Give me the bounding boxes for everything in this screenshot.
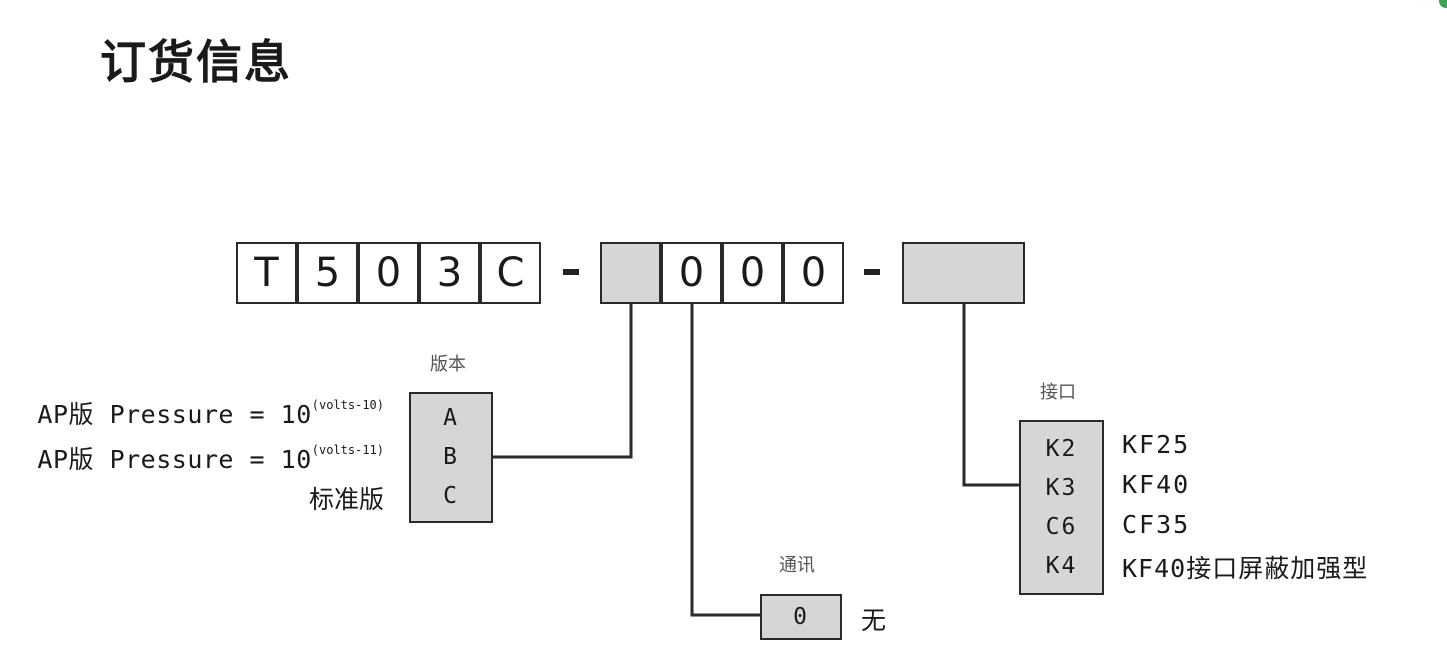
interface-code-k3: K3 [1045, 474, 1078, 501]
status-dot [1439, 0, 1447, 8]
version-desc-c: 标准版 [308, 485, 384, 514]
interface-desc-k4: KF40接口屏蔽加强型 [1122, 554, 1369, 583]
page-title: 订货信息 [100, 35, 292, 89]
interface-code-k2: K2 [1045, 435, 1078, 462]
version-box: A B C [409, 392, 493, 523]
comm-code: 0 [793, 603, 809, 630]
interface-box: K2 K3 C6 K4 [1019, 420, 1104, 595]
code-cell-interface [902, 242, 1025, 304]
comm-box: 0 [760, 594, 842, 640]
interface-desc-c6: CF35 [1122, 510, 1191, 539]
code-dash-2 [864, 269, 880, 275]
code-cell-7: 0 [661, 242, 722, 304]
code-dash-1 [563, 269, 579, 275]
code-cell-3: 0 [358, 242, 419, 304]
comm-connector [690, 304, 760, 617]
comm-desc: 无 [861, 606, 887, 635]
code-cell-version [600, 242, 661, 304]
interface-code-k4: K4 [1045, 552, 1078, 579]
interface-label: 接口 [1040, 382, 1076, 403]
version-code-a: A [443, 405, 459, 431]
comm-label: 通讯 [779, 555, 815, 576]
code-cell-4: 3 [419, 242, 480, 304]
version-code-c: C [443, 483, 459, 509]
version-code-b: B [443, 444, 459, 470]
code-cell-2: 5 [297, 242, 358, 304]
interface-code-c6: C6 [1045, 513, 1078, 540]
code-cell-9: 0 [783, 242, 844, 304]
code-cell-8: 0 [722, 242, 783, 304]
interface-connector [962, 304, 1020, 487]
version-desc-b: AP版 Pressure = 10(volts-11) [37, 443, 384, 474]
version-connector [492, 304, 633, 459]
version-desc-a: AP版 Pressure = 10(volts-10) [37, 398, 384, 429]
code-cell-5: C [480, 242, 541, 304]
code-cell-1: T [236, 242, 297, 304]
interface-desc-k2: KF25 [1122, 430, 1191, 459]
interface-desc-k3: KF40 [1122, 470, 1191, 499]
version-label: 版本 [430, 354, 466, 375]
